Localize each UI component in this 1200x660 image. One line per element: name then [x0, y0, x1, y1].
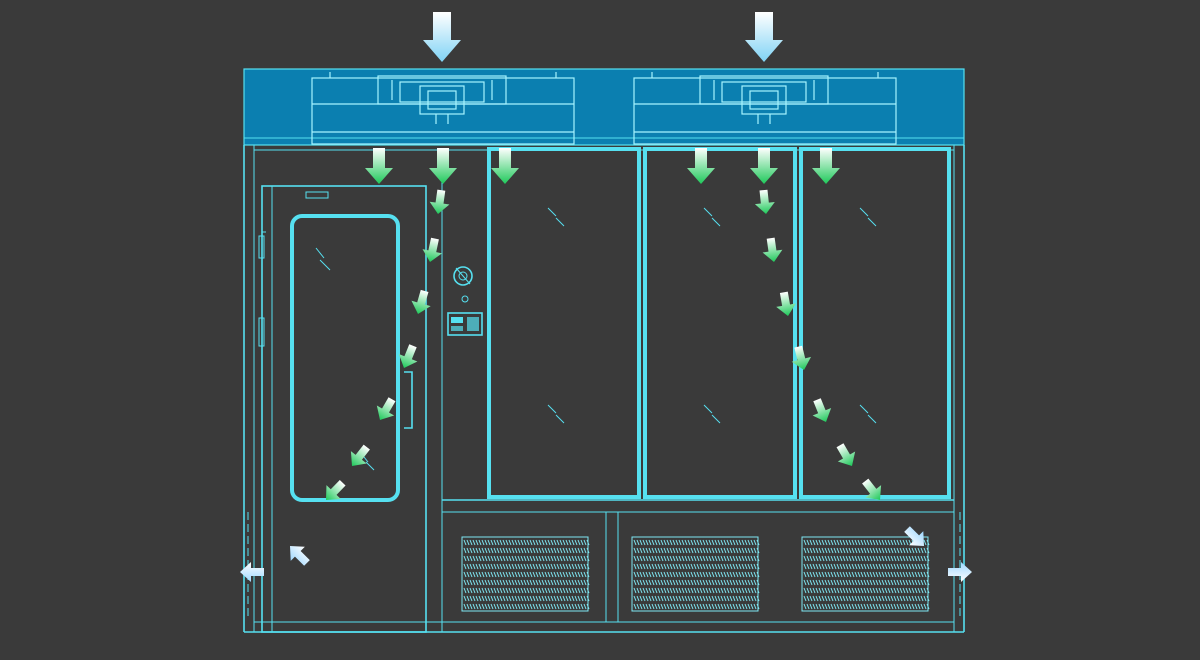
return-vent-grille-1: [461, 536, 590, 612]
exhaust-arrow-door: [282, 538, 315, 571]
supply-arrow-2: [429, 148, 457, 184]
return-vent-grille-2: [631, 536, 760, 612]
header-plenum: [244, 69, 964, 145]
door-hinge-middle: [258, 317, 265, 347]
control-panel: [447, 266, 483, 336]
return-vent-grille-3: [801, 536, 930, 612]
fan-filter-unit-left: [311, 72, 575, 145]
airflow-curve-arrow: [857, 474, 888, 507]
window-panel-2: [643, 147, 797, 499]
window-panel-1: [487, 147, 641, 499]
intake-arrows: [423, 12, 783, 62]
airflow-curve-arrow: [318, 475, 350, 507]
supply-arrow-3: [491, 148, 519, 184]
pressure-gauge: [453, 266, 473, 286]
switch-panel: [447, 312, 483, 336]
indicator-light: [461, 295, 469, 303]
airflow-curve-right: [753, 189, 888, 507]
supply-arrow-6: [812, 148, 840, 184]
supply-arrow-4: [687, 148, 715, 184]
door: [258, 185, 427, 633]
airflow-curve-arrow: [760, 236, 784, 264]
intake-arrow-left: [423, 12, 461, 62]
door-window: [290, 214, 400, 502]
supply-arrow-1: [365, 148, 393, 184]
airflow-curve-arrow: [420, 236, 445, 265]
return-vent-grilles: [461, 536, 930, 612]
window-panel-3: [799, 147, 951, 499]
airflow-curve-arrow: [408, 288, 435, 317]
airflow-curve-arrow: [428, 188, 452, 216]
airflow-curve-arrow: [344, 440, 375, 473]
airflow-curve-arrow: [753, 189, 776, 216]
door-handle: [404, 371, 413, 429]
airflow-curve-left: [318, 188, 452, 507]
supply-arrow-5: [750, 148, 778, 184]
airflow-curve-arrow: [807, 396, 836, 426]
fan-filter-unit-right: [633, 72, 897, 145]
ffu-header: [243, 68, 965, 146]
supply-airflow-arrows: [365, 148, 840, 184]
intake-arrow-right: [745, 12, 783, 62]
window-panels: [441, 147, 954, 632]
booth-frame: [243, 144, 965, 633]
door-hinge-top: [258, 235, 265, 259]
airflow-curve-arrow: [831, 440, 861, 471]
door-leaf: [261, 185, 427, 633]
